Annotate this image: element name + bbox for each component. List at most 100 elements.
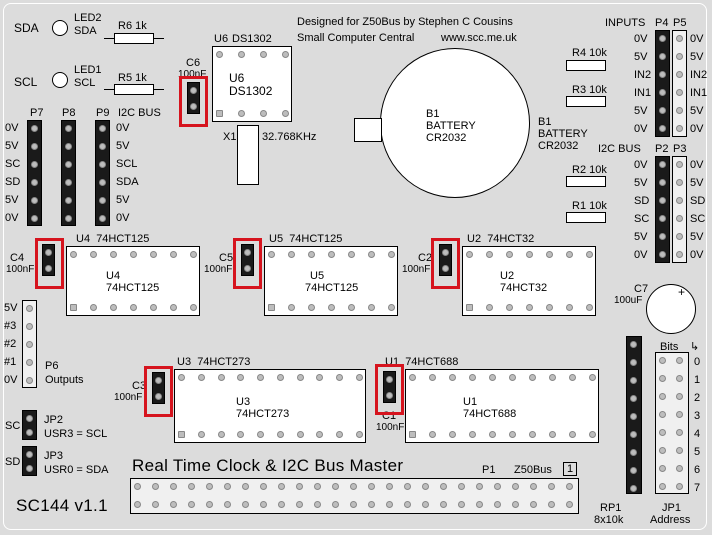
u4-pin — [147, 301, 160, 314]
p7-pin — [28, 158, 41, 171]
p3-pin — [673, 248, 686, 261]
jp1-bit-pin-label: 4 — [694, 428, 701, 440]
p2-header[interactable] — [655, 156, 670, 263]
c3-value: 100nF — [114, 392, 143, 403]
x1-crystal — [237, 125, 259, 185]
jp1-bit-pin-label: 1 — [694, 374, 701, 386]
rp1-pin — [627, 482, 640, 495]
jp2-jumper[interactable] — [22, 410, 37, 440]
u6-part: DS1302 — [229, 84, 273, 98]
p1-a-pin — [311, 480, 324, 493]
u3-pin — [333, 428, 346, 441]
p3-header[interactable] — [672, 156, 687, 263]
p6-pin-label: 0V — [4, 374, 18, 386]
p4-ref: P4 — [655, 17, 669, 29]
p5-pin — [673, 104, 686, 117]
jp3-jumper[interactable] — [22, 446, 37, 476]
c6-ref: C6 — [186, 57, 201, 69]
u2-pin — [483, 248, 496, 261]
jp2-side-label: SC — [5, 420, 21, 432]
credit-line1: Designed for Z50Bus by Stephen C Cousins — [297, 16, 513, 28]
capacitor-pin — [439, 262, 452, 275]
u3-pin — [294, 371, 307, 384]
credit-url[interactable]: www.scc.me.uk — [441, 32, 517, 44]
p4-pin-label: 5V — [634, 51, 648, 63]
p6-pin-label: #2 — [4, 338, 17, 350]
battery-ref: B1 — [426, 108, 440, 120]
u3-socket — [174, 369, 366, 443]
p1-b-pin — [527, 498, 540, 511]
p3-pin-label: 0V — [690, 159, 704, 171]
p5-pin-label: 5V — [690, 51, 704, 63]
r1-ref: R1 — [572, 200, 587, 212]
u3-part-a: 74HCT273 — [197, 356, 251, 368]
u1-pin — [586, 428, 599, 441]
c3-highlight — [144, 366, 173, 417]
r6-lead-left — [104, 38, 114, 39]
u5-pin — [385, 248, 398, 261]
u1-pin — [486, 428, 499, 441]
p1-a-pin — [329, 480, 342, 493]
p5-pin-label: IN2 — [690, 69, 708, 81]
p2-pin — [656, 248, 669, 261]
p3-pin — [673, 158, 686, 171]
capacitor-pin — [42, 246, 55, 259]
p1-a-pin — [347, 480, 360, 493]
led1-signal-label: SCL — [14, 75, 38, 89]
u5-pin — [265, 248, 278, 261]
p4-header[interactable] — [655, 30, 670, 137]
p3-pin — [673, 230, 686, 243]
p9-pin — [96, 176, 109, 189]
c5-highlight — [233, 238, 262, 289]
p4-pin — [656, 50, 669, 63]
u3-pin — [215, 371, 228, 384]
battery-type-outer: BATTERY — [538, 128, 588, 140]
c7-ref: C7 — [634, 283, 649, 295]
u1-pin — [446, 371, 459, 384]
c5-value: 100nF — [204, 264, 233, 275]
p1-b-pin — [491, 498, 504, 511]
r6-resistor — [114, 33, 154, 44]
p7-pin — [28, 122, 41, 135]
jp1-a-pin — [656, 426, 669, 439]
p9-pin-label: SCL — [116, 158, 138, 170]
r6-value: 1k — [135, 20, 147, 32]
p5-header[interactable] — [672, 30, 687, 137]
u6-part-top: DS1302 — [232, 33, 272, 45]
jp1-a-pin — [656, 462, 669, 475]
u2-pin — [503, 248, 516, 261]
p7-pin-label: 5V — [5, 194, 19, 206]
p9-header[interactable] — [95, 120, 110, 226]
u6-socket — [212, 46, 292, 122]
p3-pin-label: SC — [690, 213, 706, 225]
p1-b-pin — [563, 498, 576, 511]
u4-pin — [87, 248, 100, 261]
p5-pin-label: IN1 — [690, 87, 708, 99]
p4-pin — [656, 32, 669, 45]
p1-a-pin — [149, 480, 162, 493]
u2-part-a: 74HCT32 — [487, 233, 535, 245]
p1-a-pin — [545, 480, 558, 493]
u4-pin — [107, 301, 120, 314]
p5-ref: P5 — [673, 17, 687, 29]
p7-header[interactable] — [27, 120, 42, 226]
p1-b-pin — [293, 498, 306, 511]
u3-pin — [234, 428, 247, 441]
r2-resistor — [566, 176, 606, 187]
u5-part: 74HCT125 — [305, 282, 359, 294]
u1-pin — [526, 371, 539, 384]
p5-pin-label: 0V — [690, 123, 704, 135]
p1-a-pin — [203, 480, 216, 493]
p1-b-pin — [221, 498, 234, 511]
board-title: Real Time Clock & I2C Bus Master — [132, 456, 404, 475]
u2-pin — [523, 248, 536, 261]
capacitor-pin — [241, 246, 254, 259]
p8-header[interactable] — [61, 120, 76, 226]
capacitor-pin — [383, 389, 396, 402]
p9-title: I2C BUS — [118, 107, 161, 119]
p4-pin — [656, 68, 669, 81]
c1-value: 100nF — [376, 422, 405, 433]
p6-pin — [23, 302, 36, 315]
r4-value: 10k — [589, 47, 607, 59]
